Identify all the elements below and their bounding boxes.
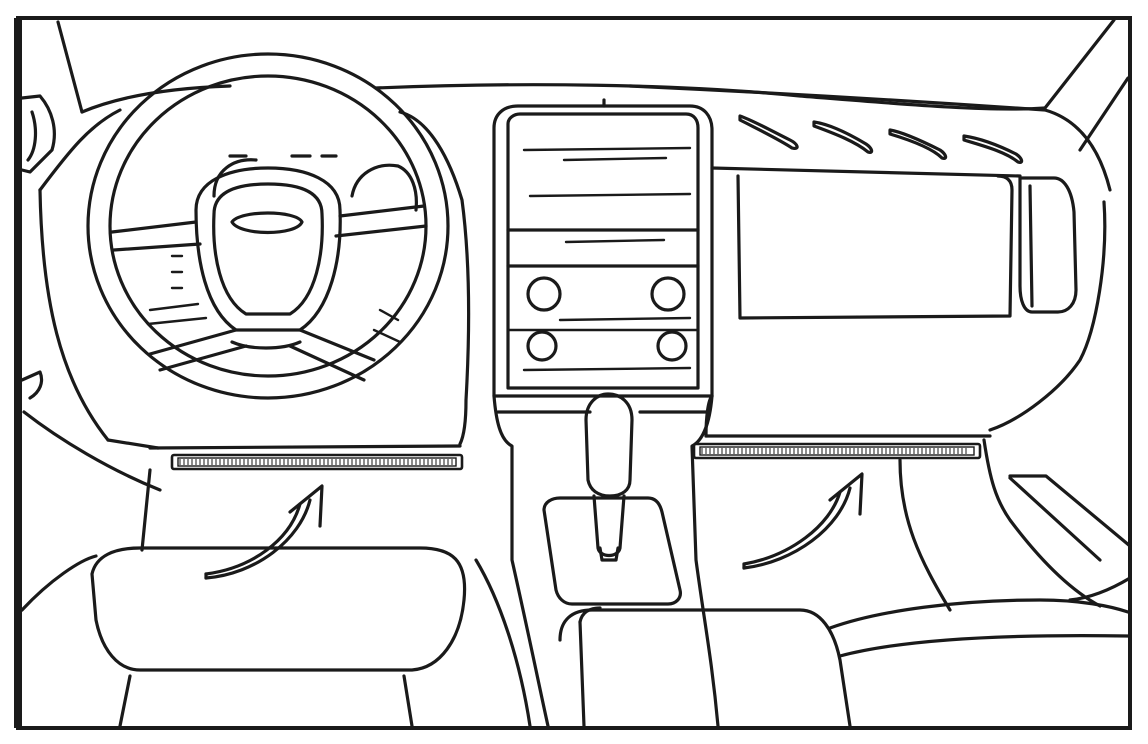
steering-wheel xyxy=(86,52,450,400)
install-arrow-passenger xyxy=(742,472,864,570)
install-arrow-driver xyxy=(204,484,324,580)
driver-seat xyxy=(20,468,532,728)
strip-led-ticks xyxy=(179,448,967,465)
gear-shifter-area xyxy=(492,392,720,728)
left-side-mirror xyxy=(20,94,56,400)
center-armrest xyxy=(558,598,1130,728)
passenger-footwell xyxy=(898,438,1132,612)
passenger-dashboard xyxy=(704,114,1107,438)
frame-border xyxy=(16,16,1132,730)
center-console xyxy=(492,98,714,398)
passenger-light-strip xyxy=(692,442,982,460)
driver-light-strip xyxy=(170,453,464,471)
driver-dashboard xyxy=(22,108,471,492)
frame-left-bar xyxy=(14,18,22,728)
windshield-lines xyxy=(56,18,1130,192)
